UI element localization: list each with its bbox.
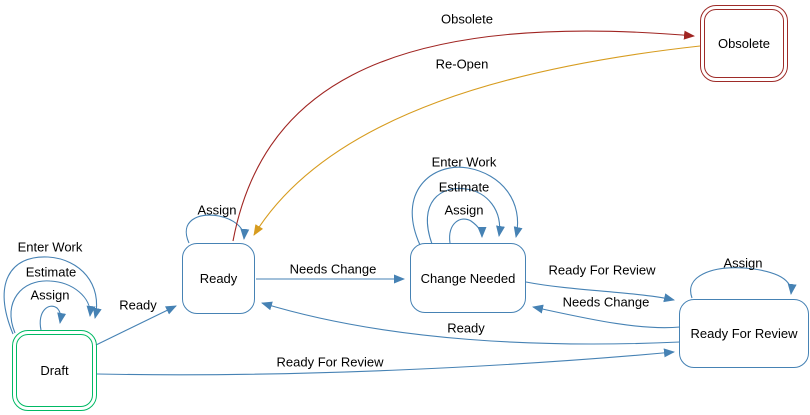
- edge-label-draft-assign: Assign: [30, 287, 70, 303]
- edge-draft-self-enter-work: [3, 256, 102, 335]
- edge-ready-self-assign: [185, 214, 250, 244]
- state-draft-inner-border: Draft: [16, 334, 93, 407]
- state-label-change-needed: Change Needed: [420, 270, 516, 286]
- edge-draft-ready: [95, 305, 177, 346]
- state-label-ready: Ready: [199, 271, 238, 286]
- edge-label-ready-assign: Assign: [197, 202, 237, 218]
- state-draft: Draft: [12, 330, 97, 411]
- state-change-needed: Change Needed: [410, 243, 526, 313]
- state-obsolete: Obsolete: [700, 5, 788, 82]
- edge-rfr-ready: [261, 301, 681, 345]
- edge-rfr-self-assign: [690, 267, 797, 299]
- state-label-obsolete: Obsolete: [717, 36, 771, 51]
- edge-change-needed-self-estimate: [426, 187, 505, 245]
- edge-label-rfr-needs-change: Needs Change: [562, 294, 650, 310]
- edge-ready-obsolete: [232, 30, 695, 242]
- edge-label-cn-assign: Assign: [444, 202, 484, 218]
- edge-label-cn-rfr: Ready For Review: [548, 262, 656, 278]
- state-obsolete-inner-border: Obsolete: [704, 9, 784, 78]
- edge-draft-self-assign: [39, 305, 67, 331]
- edge-label-rfr-ready: Ready: [447, 320, 485, 336]
- edge-draft-self-estimate: [10, 280, 96, 334]
- edge-label-obsolete: Obsolete: [440, 11, 494, 27]
- edge-label-draft-enter-work: Enter Work: [17, 239, 83, 255]
- edge-change-needed-self-enter-work: [411, 166, 523, 246]
- edge-draft-rfr: [96, 348, 675, 376]
- edge-rfr-change-needed: [532, 304, 681, 329]
- edge-label-cn-estimate: Estimate: [438, 179, 490, 195]
- edge-change-needed-rfr: [525, 281, 675, 303]
- state-label-draft: Draft: [40, 363, 69, 378]
- state-ready: Ready: [182, 243, 255, 314]
- edge-obsolete-ready-reopen: [253, 45, 701, 236]
- edge-label-rfr-assign: Assign: [723, 255, 763, 271]
- edge-label-draft-rfr: Ready For Review: [276, 354, 384, 370]
- edge-label-needs-change: Needs Change: [289, 261, 377, 277]
- edge-label-reopen: Re-Open: [435, 56, 489, 72]
- edge-label-cn-enter-work: Enter Work: [431, 154, 497, 170]
- state-label-ready-for-review: Ready For Review: [690, 326, 798, 341]
- edge-label-draft-ready: Ready: [119, 297, 157, 313]
- edge-label-draft-estimate: Estimate: [25, 264, 77, 280]
- edge-change-needed-self-assign: [449, 218, 487, 244]
- state-ready-for-review: Ready For Review: [679, 299, 809, 368]
